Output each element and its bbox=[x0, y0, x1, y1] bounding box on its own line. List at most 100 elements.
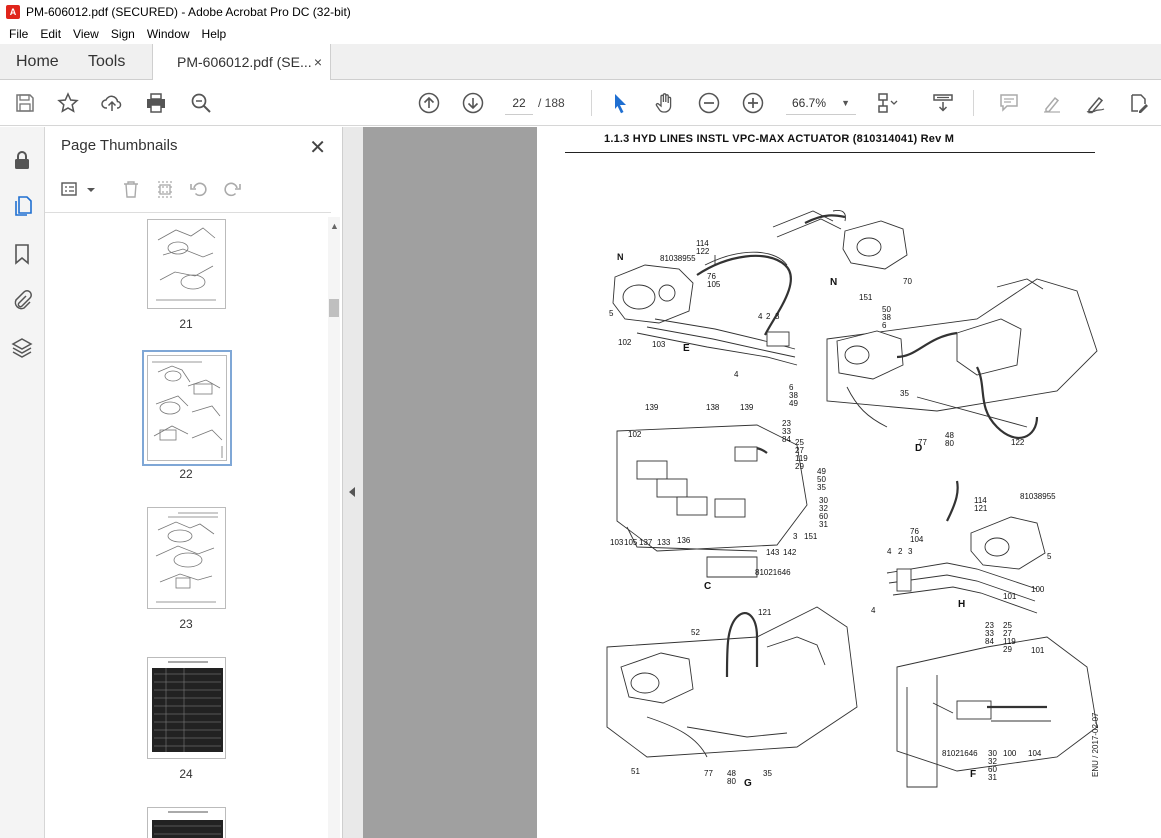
menu-edit[interactable]: Edit bbox=[40, 27, 62, 41]
callout: 114 bbox=[696, 239, 709, 248]
view-label-c: C bbox=[704, 581, 712, 592]
bookmark-icon[interactable] bbox=[11, 243, 33, 265]
upload-icon[interactable] bbox=[101, 92, 123, 114]
callout: 81021646 bbox=[755, 568, 791, 577]
menu-sign[interactable]: Sign bbox=[110, 27, 135, 41]
callout: 38 bbox=[882, 313, 891, 322]
save-icon[interactable] bbox=[14, 92, 36, 114]
delete-page-icon[interactable] bbox=[121, 179, 141, 199]
callout: 100 bbox=[1031, 585, 1045, 594]
zoom-value: 66.7% bbox=[792, 96, 827, 110]
toolbar-divider bbox=[591, 90, 592, 116]
thumbnails-panel: Page Thumbnails ✕ 21 22 bbox=[45, 127, 343, 838]
callout: 136 bbox=[677, 536, 691, 545]
toolbar: 22 / 188 66.7% ▼ bbox=[0, 80, 1161, 126]
fit-page-icon[interactable] bbox=[876, 92, 898, 114]
callout: 3 bbox=[908, 547, 913, 556]
edit-pdf-icon[interactable] bbox=[1128, 92, 1150, 114]
scroll-up-icon[interactable]: ▲ bbox=[330, 221, 339, 231]
callout: 151 bbox=[859, 293, 873, 302]
zoom-out-icon[interactable] bbox=[698, 92, 720, 114]
toolbar-divider-2 bbox=[973, 90, 974, 116]
callout: 49 bbox=[817, 467, 826, 476]
callout: 102 bbox=[618, 338, 632, 347]
pdf-page: 1.1.3 HYD LINES INSTL VPC-MAX ACTUATOR (… bbox=[537, 127, 1161, 838]
select-arrow-icon[interactable] bbox=[609, 92, 631, 114]
document-viewport[interactable]: 1.1.3 HYD LINES INSTL VPC-MAX ACTUATOR (… bbox=[363, 127, 1161, 838]
acrobat-icon: A bbox=[6, 5, 20, 19]
title-bar: A PM-606012.pdf (SECURED) - Adobe Acroba… bbox=[0, 0, 1161, 24]
callout: 49 bbox=[789, 399, 798, 408]
page-thumbnails-icon[interactable] bbox=[11, 195, 33, 217]
scroll-thumb[interactable] bbox=[329, 299, 339, 317]
callout: 102 bbox=[628, 430, 642, 439]
menu-bar: File Edit View Sign Window Help bbox=[0, 24, 1161, 44]
callout: 52 bbox=[691, 628, 700, 637]
menu-file[interactable]: File bbox=[9, 27, 29, 41]
extract-pages-icon[interactable] bbox=[155, 179, 175, 199]
thumbnail-page-24[interactable] bbox=[147, 657, 226, 759]
attachment-icon[interactable] bbox=[11, 289, 33, 311]
hand-icon[interactable] bbox=[654, 92, 676, 114]
page-number-input[interactable]: 22 bbox=[505, 91, 533, 115]
view-label-d: D bbox=[915, 443, 923, 454]
page-up-icon[interactable] bbox=[418, 92, 440, 114]
callout: 81038955 bbox=[1020, 492, 1056, 501]
thumbnail-label-22: 22 bbox=[179, 467, 193, 481]
callout: 4 bbox=[734, 370, 739, 379]
callout: 81021646 bbox=[942, 749, 978, 758]
panel-collapse-handle[interactable] bbox=[343, 127, 363, 838]
callout: 105 bbox=[624, 538, 638, 547]
thumbnail-label-24: 24 bbox=[179, 767, 193, 781]
chevron-down-icon[interactable] bbox=[81, 179, 95, 199]
menu-help[interactable]: Help bbox=[201, 27, 227, 41]
zoom-in-icon[interactable] bbox=[742, 92, 764, 114]
tab-document[interactable]: PM-606012.pdf (SE... × bbox=[152, 44, 331, 80]
search-zoom-icon[interactable] bbox=[190, 92, 212, 114]
callout: 122 bbox=[1011, 438, 1025, 447]
thumbnail-tools bbox=[45, 167, 331, 213]
thumbnail-page-25[interactable] bbox=[147, 807, 226, 838]
read-mode-icon[interactable] bbox=[932, 92, 954, 114]
menu-view[interactable]: View bbox=[73, 27, 99, 41]
menu-window[interactable]: Window bbox=[146, 27, 190, 41]
comment-icon[interactable] bbox=[998, 92, 1020, 114]
view-d-drawing bbox=[826, 278, 1098, 439]
callout: 50 bbox=[817, 475, 826, 484]
callout: 33 bbox=[985, 629, 994, 638]
print-icon[interactable] bbox=[145, 92, 167, 114]
tab-close-icon[interactable]: × bbox=[313, 54, 322, 70]
callout: 38 bbox=[789, 391, 798, 400]
callout: 35 bbox=[763, 769, 772, 778]
close-icon[interactable]: ✕ bbox=[309, 137, 326, 159]
page-down-icon[interactable] bbox=[462, 92, 484, 114]
callout: 70 bbox=[903, 277, 912, 286]
zoom-select[interactable]: 66.7% ▼ bbox=[786, 91, 856, 115]
heading-rule bbox=[565, 152, 1095, 153]
thumbnail-page-21[interactable] bbox=[147, 219, 226, 309]
tab-tools[interactable]: Tools bbox=[88, 53, 126, 70]
callout: 29 bbox=[795, 462, 804, 471]
thumbnail-scrollbar[interactable]: ▲ bbox=[328, 217, 340, 838]
callout: 3 bbox=[775, 312, 780, 321]
callout: 143 bbox=[766, 548, 780, 557]
rotate-right-icon[interactable] bbox=[222, 179, 242, 199]
tab-home[interactable]: Home bbox=[16, 53, 59, 70]
callout: 6 bbox=[789, 383, 794, 392]
callout: 27 bbox=[795, 446, 804, 455]
lock-icon[interactable] bbox=[11, 149, 33, 171]
view-label-e: E bbox=[683, 343, 690, 354]
sign-icon[interactable] bbox=[1085, 92, 1107, 114]
highlight-icon[interactable] bbox=[1041, 92, 1063, 114]
view-n-drawing bbox=[772, 210, 908, 270]
callout: 2 bbox=[766, 312, 771, 321]
callout: 48 bbox=[945, 431, 954, 440]
layers-icon[interactable] bbox=[11, 336, 33, 358]
options-menu-icon[interactable] bbox=[61, 179, 81, 199]
rotate-left-icon[interactable] bbox=[189, 179, 209, 199]
thumbnail-page-23[interactable] bbox=[147, 507, 226, 609]
callout: 4 bbox=[758, 312, 763, 321]
star-icon[interactable] bbox=[57, 92, 79, 114]
thumbnail-page-22[interactable] bbox=[142, 350, 232, 466]
callout: 3 bbox=[793, 532, 798, 541]
